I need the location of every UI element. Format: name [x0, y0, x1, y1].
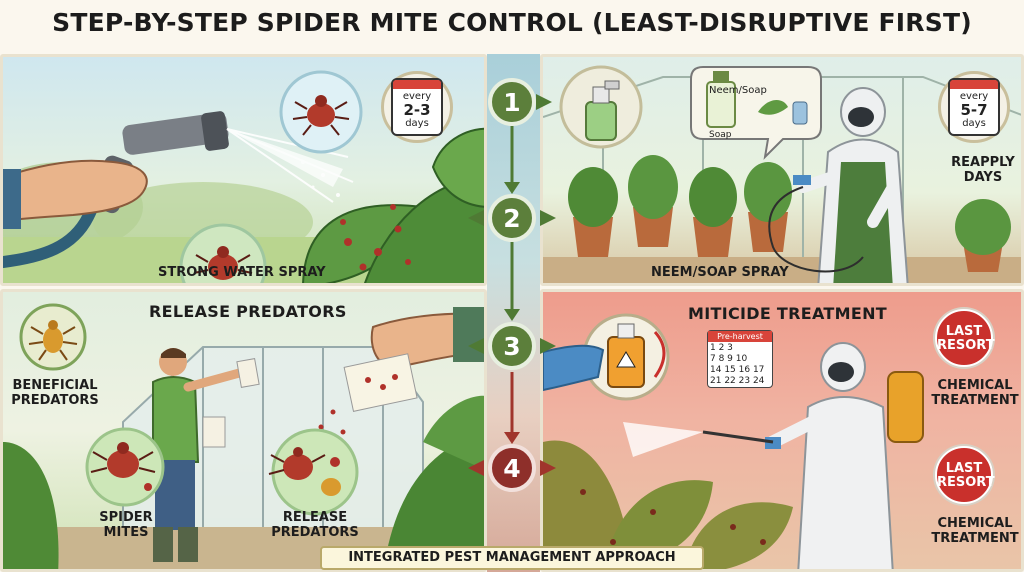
pre-harvest-calendar-icon: Pre-harvest 1 2 3 7 8 9 10 14 15 16 17 2…	[707, 330, 773, 388]
panel-release-predators: BENEFICIAL PREDATORS RELEASE PREDATORS S…	[0, 289, 487, 572]
step-1-label: STRONG WATER SPRAY	[158, 265, 326, 280]
calendar-line-1: every	[959, 91, 989, 102]
step-number-4: 4	[503, 454, 520, 483]
calendar-line-3: days	[962, 118, 986, 129]
spider-mites-magnified-icon	[85, 427, 165, 507]
calendar-line-3: days	[405, 118, 429, 129]
step-number-2: 2	[503, 204, 520, 233]
hand-icon	[3, 159, 148, 229]
last-resort-badge-2: LAST RESORT	[935, 446, 995, 504]
step-number-1: 1	[503, 88, 520, 117]
calendar-row: 21 22 23 24	[710, 376, 765, 386]
gloved-hand-icon	[543, 344, 605, 392]
calendar-row: 1 2 3	[710, 343, 733, 353]
neem-soap-illustration	[543, 65, 1021, 283]
arrow-step-3-sides	[468, 338, 556, 354]
chemical-bottle-icon	[582, 313, 670, 401]
arrow-step-1-right	[536, 94, 552, 110]
pre-harvest-header: Pre-harvest	[708, 331, 772, 342]
chemical-treatment-label-2: CHEMICAL TREATMENT	[931, 516, 1019, 546]
chemical-mist	[623, 422, 703, 457]
panel-neem-soap: every 5-7 days Neem/Soap Soap REAPPLY DA…	[540, 54, 1024, 286]
panel-miticide-treatment: MITICIDE TREATMENT LAST RESORT CHEMICAL …	[540, 289, 1024, 572]
step-4-label: MITICIDE TREATMENT	[688, 304, 887, 323]
last-resort-text: LAST RESORT	[937, 324, 995, 353]
water-jet	[226, 128, 354, 203]
arrow-1-to-2	[504, 126, 520, 194]
step-number-3: 3	[503, 332, 520, 361]
pre-harvest-grid: 1 2 3 7 8 9 10 14 15 16 17 21 22 23 24	[708, 342, 772, 388]
release-predators-label: RELEASE PREDATORS	[271, 510, 359, 540]
potted-plants	[568, 155, 1011, 272]
soap-bottle-label: Soap	[709, 130, 732, 140]
spider-mites-label: SPIDER MITES	[99, 510, 153, 540]
arrow-3-to-4	[504, 372, 520, 444]
mite-bubble-leaf-icon	[179, 223, 267, 283]
footer-banner: INTEGRATED PEST MANAGEMENT APPROACH	[320, 546, 704, 570]
arrow-2-to-3	[504, 242, 520, 321]
step-circle-1: 1	[488, 78, 536, 126]
last-resort-text: LAST RESORT	[937, 461, 995, 490]
calendar-icon: every 5-7 days	[948, 78, 1000, 136]
calendar-badge-2: every 5-7 days	[938, 71, 1010, 143]
predators-magnified-icon	[268, 428, 359, 516]
calendar-icon: every 2-3 days	[391, 78, 443, 136]
step-3-label: RELEASE PREDATORS	[149, 302, 347, 321]
leaves-with-mites	[302, 127, 484, 283]
arrow-step-4-sides	[468, 460, 556, 476]
calendar-line-2: 5-7	[960, 101, 988, 119]
water-spray-illustration	[3, 70, 484, 283]
step-flow-arrows: 1 2 3 4	[468, 78, 556, 492]
reapply-days-label: REAPPLY DAYS	[951, 155, 1015, 185]
mite-bubble-top-icon	[279, 70, 363, 154]
beneficial-predators-label: BENEFICIAL PREDATORS	[11, 378, 99, 408]
release-predators-illustration	[3, 303, 484, 569]
calendar-row: 14 15 16 17	[710, 365, 765, 375]
step-circle-3: 3	[488, 322, 536, 370]
worker-hazmat-icon	[702, 342, 924, 569]
neem-soap-bubble-label: Neem/Soap	[709, 85, 767, 96]
calendar-line-1: every	[402, 91, 432, 102]
calendar-line-2: 2-3	[403, 101, 431, 119]
step-circle-4: 4	[488, 444, 536, 492]
last-resort-badge-1: LAST RESORT	[935, 309, 995, 367]
chemical-treatment-label-1: CHEMICAL TREATMENT	[931, 378, 1019, 408]
calendar-row: 7 8 9 10	[710, 354, 748, 364]
hand-releasing-icon	[318, 307, 484, 446]
beneficial-predator-icon	[19, 303, 87, 371]
neem-soap-bubble-icon	[690, 66, 822, 160]
arrow-step-2-sides	[468, 210, 556, 226]
gardener-icon	[152, 348, 260, 562]
step-2-label: NEEM/SOAP SPRAY	[651, 265, 789, 280]
spray-bottle-icon	[559, 65, 643, 149]
panel-water-spray: every 2-3 days STRONG WATER SPRAY	[0, 54, 487, 286]
step-circle-2: 2	[488, 194, 536, 242]
calendar-badge-1: every 2-3 days	[381, 71, 453, 143]
page-title: STEP-BY-STEP SPIDER MITE CONTROL (LEAST-…	[52, 8, 972, 37]
sprayer-hose	[768, 186, 864, 273]
worker-protective-suit-icon	[793, 87, 909, 283]
